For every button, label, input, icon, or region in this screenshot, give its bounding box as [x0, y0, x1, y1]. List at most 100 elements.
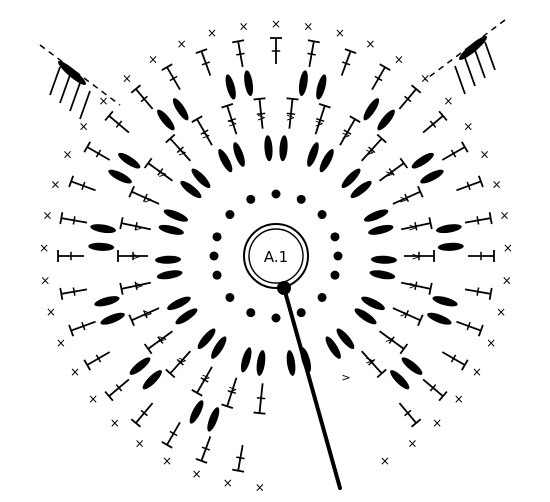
picot-symbol: ×: [50, 177, 60, 191]
double-crochet-top: [119, 282, 124, 295]
cluster-stitch-symbol: [401, 357, 423, 375]
picot-symbol: ×: [394, 52, 404, 66]
slip-stitch-symbol: [212, 270, 222, 280]
cluster-stitch-symbol: [377, 109, 395, 131]
cluster-stitch-symbol: [316, 74, 327, 100]
chain-stitch-symbol: >: [399, 193, 408, 206]
double-crochet-top: [349, 115, 361, 123]
chain-stitch-symbol: >: [411, 250, 420, 263]
treble-crochet-symbol: [464, 57, 476, 87]
slip-stitch-symbol: [246, 194, 256, 204]
cluster-stitch-symbol: [156, 270, 183, 280]
double-crochet-top: [477, 324, 484, 337]
double-crochet-top: [318, 103, 331, 109]
double-crochet-top: [165, 368, 176, 379]
picot-symbol: ×: [122, 71, 132, 85]
slip-stitch-symbol: [271, 313, 281, 323]
chain-stitch-symbol: >: [399, 307, 408, 320]
picot-symbol: ×: [365, 37, 375, 51]
cluster-stitch-symbol: [172, 98, 189, 121]
treble-crochet-bar: [176, 358, 184, 366]
treble-crochet-bar: [227, 389, 237, 395]
cluster-stitch-symbol: [244, 70, 254, 97]
chain-stitch-symbol: >: [228, 117, 237, 130]
cluster-stitch-symbol: [336, 328, 355, 350]
double-crochet-top: [232, 39, 245, 44]
picot-symbol: ×: [70, 365, 80, 379]
double-crochet-top: [461, 141, 469, 153]
cluster-stitch-symbol: [163, 209, 189, 222]
double-crochet-top: [428, 217, 433, 230]
cluster-stitch-symbol: [207, 407, 220, 432]
picot-symbol: ×: [479, 147, 489, 161]
double-crochet-top: [128, 314, 135, 327]
treble-crochet-bar: [256, 397, 266, 400]
treble-crochet-bar: [176, 146, 184, 154]
slip-stitch-symbol: [225, 210, 235, 220]
treble-crochet-symbol: [474, 49, 486, 79]
double-crochet-top: [417, 185, 424, 198]
treble-crochet-bar: [81, 321, 86, 331]
double-crochet-top: [128, 185, 135, 198]
treble-crochet-bar: [200, 377, 209, 383]
center-label: A.1: [264, 248, 288, 266]
double-crochet-top: [68, 324, 75, 337]
cluster-stitch-symbol: [341, 168, 361, 189]
double-crochet-top: [104, 390, 114, 402]
double-crochet-top: [191, 389, 203, 397]
cluster-stitch-symbol: [307, 142, 319, 167]
picot-symbol: ×: [99, 94, 109, 108]
chain-stitch-symbol: >: [134, 279, 143, 292]
treble-crochet-bar: [466, 181, 471, 191]
picot-symbol: ×: [42, 209, 52, 223]
cluster-stitch-symbol: [427, 312, 452, 325]
double-crochet-top: [477, 175, 484, 188]
treble-crochet-bar: [286, 112, 296, 115]
treble-crochet-bar: [368, 358, 376, 366]
double-crochet-top: [191, 115, 203, 123]
picot-symbol: ×: [463, 119, 473, 133]
chain-stitch-symbol: >: [143, 307, 152, 320]
chain-stitch-symbol: >: [385, 332, 394, 345]
cluster-stitch-symbol: [350, 180, 372, 199]
slip-stitch-symbol: [296, 308, 306, 318]
cluster-stitch-symbol: [180, 180, 202, 199]
treble-crochet-bar: [95, 354, 102, 363]
double-crochet-top: [221, 403, 234, 409]
picot-symbol: ×: [177, 37, 187, 51]
stitch-symbols: >>>>>>>>>>>>>>>>>>>>>>>>>>>×××××××××××××…: [39, 17, 513, 494]
treble-crochet-symbol: [79, 90, 91, 120]
slip-stitch-symbol: [271, 189, 281, 199]
double-crochet-top: [143, 157, 153, 169]
double-crochet-top: [161, 63, 173, 71]
cluster-stitch-symbol: [369, 270, 396, 280]
cluster-stitch-symbol: [211, 336, 227, 359]
cluster-stitch-symbol: [435, 224, 462, 234]
double-crochet-top: [68, 175, 75, 188]
picot-symbol: ×: [454, 392, 464, 406]
double-crochet-top: [286, 97, 299, 101]
double-crochet-top: [379, 63, 391, 71]
picot-symbol: ×: [432, 416, 442, 430]
treble-crochet-bar: [388, 168, 395, 176]
double-crochet-top: [399, 157, 409, 169]
cluster-stitch-symbol: [100, 312, 125, 325]
chain-stitch-symbol: [39, 44, 121, 106]
cluster-stitch-symbol: [218, 149, 233, 173]
slip-stitch-symbol: [225, 292, 235, 302]
double-crochet-top: [376, 133, 387, 144]
treble-crochet-bar: [404, 95, 412, 103]
cluster-stitch-symbol: [458, 36, 488, 60]
picot-symbol: ×: [271, 17, 281, 31]
treble-crochet-bar: [227, 117, 237, 123]
treble-crochet-bar: [466, 321, 471, 331]
picot-symbol: ×: [492, 177, 502, 191]
chain-stitch-symbol: >: [158, 168, 167, 181]
treble-crochet-bar: [72, 287, 76, 296]
slip-stitch-symbol: [317, 210, 327, 220]
double-crochet-top: [410, 84, 422, 94]
treble-crochet-bar: [200, 129, 209, 135]
treble-crochet-bar: [201, 61, 211, 66]
cluster-stitch-symbol: [142, 370, 162, 390]
picot-symbol: ×: [499, 209, 509, 223]
